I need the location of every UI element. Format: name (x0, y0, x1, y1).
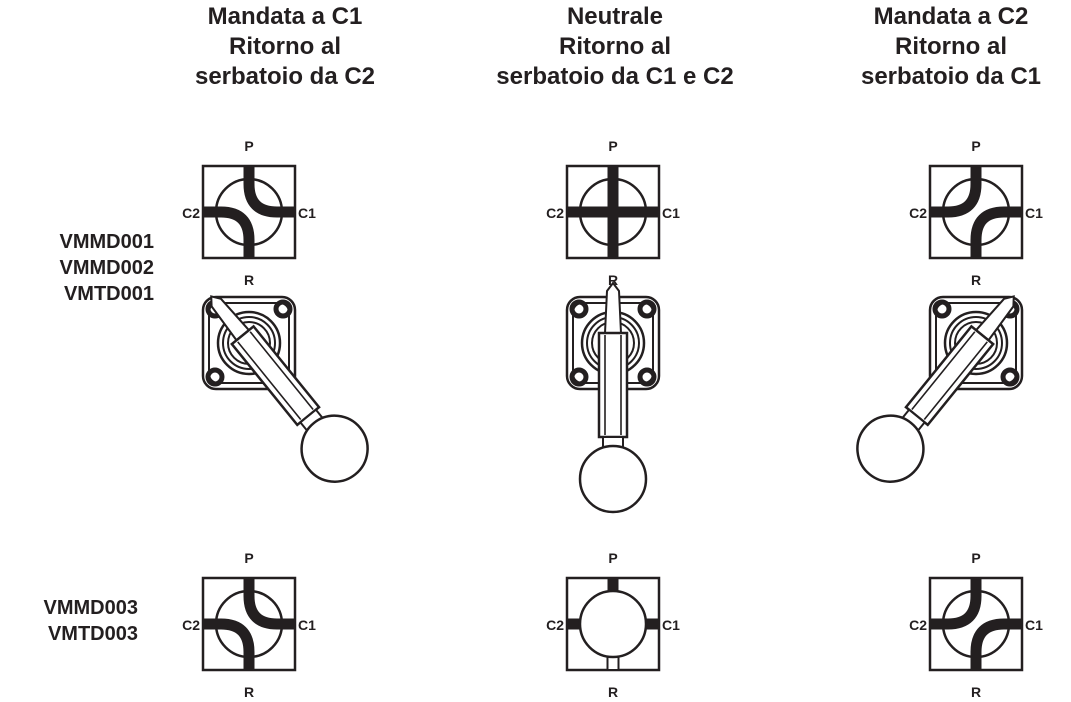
column-heading-line2: Ritorno al (559, 33, 671, 60)
model-code: VMMD002 (59, 257, 154, 279)
column-heading-line2: Ritorno al (895, 33, 1007, 60)
model-code: VMTD003 (47, 623, 138, 645)
column-heading-line3: serbatoio da C1 (860, 63, 1042, 90)
column-heading-line1: Mandata a C2 (873, 3, 1029, 30)
column-heading-neutral: Neutrale Ritorno al serbatoio da C1 e C2 (470, 2, 760, 92)
lever-valve-c1-delivery (184, 274, 383, 497)
column-heading-c2-delivery: Mandata a C2 Ritorno al serbatoio da C1 (836, 2, 1066, 92)
column-heading-line3: serbatoio da C1 e C2 (496, 63, 734, 90)
flow-symbol-c1-delivery-row2 (182, 550, 317, 700)
lever-valve-c2-delivery (842, 274, 1041, 497)
flow-symbol-c2-delivery-row2 (909, 550, 1044, 700)
column-heading-line1: Neutrale (566, 3, 664, 30)
model-code: VMTD001 (63, 283, 154, 305)
column-heading-line3: serbatoio da C2 (194, 63, 376, 90)
model-code: VMMD001 (59, 231, 154, 253)
column-heading-line1: Mandata a C1 (207, 3, 363, 30)
flow-symbol-c2-delivery (909, 138, 1044, 288)
row-label-group-2: VMMD003 VMTD003 (0, 595, 138, 647)
lever-valve-neutral (567, 281, 659, 514)
flow-symbol-neutral (546, 138, 681, 288)
row-label-group-1: VMMD001 VMMD002 VMTD001 (0, 229, 154, 307)
model-code: VMMD003 (43, 597, 138, 619)
flow-symbol-neutral-closed (546, 550, 681, 700)
column-heading-line2: Ritorno al (229, 33, 341, 60)
column-heading-c1-delivery: Mandata a C1 Ritorno al serbatoio da C2 (170, 2, 400, 92)
flow-symbol-c1-delivery (182, 138, 317, 288)
